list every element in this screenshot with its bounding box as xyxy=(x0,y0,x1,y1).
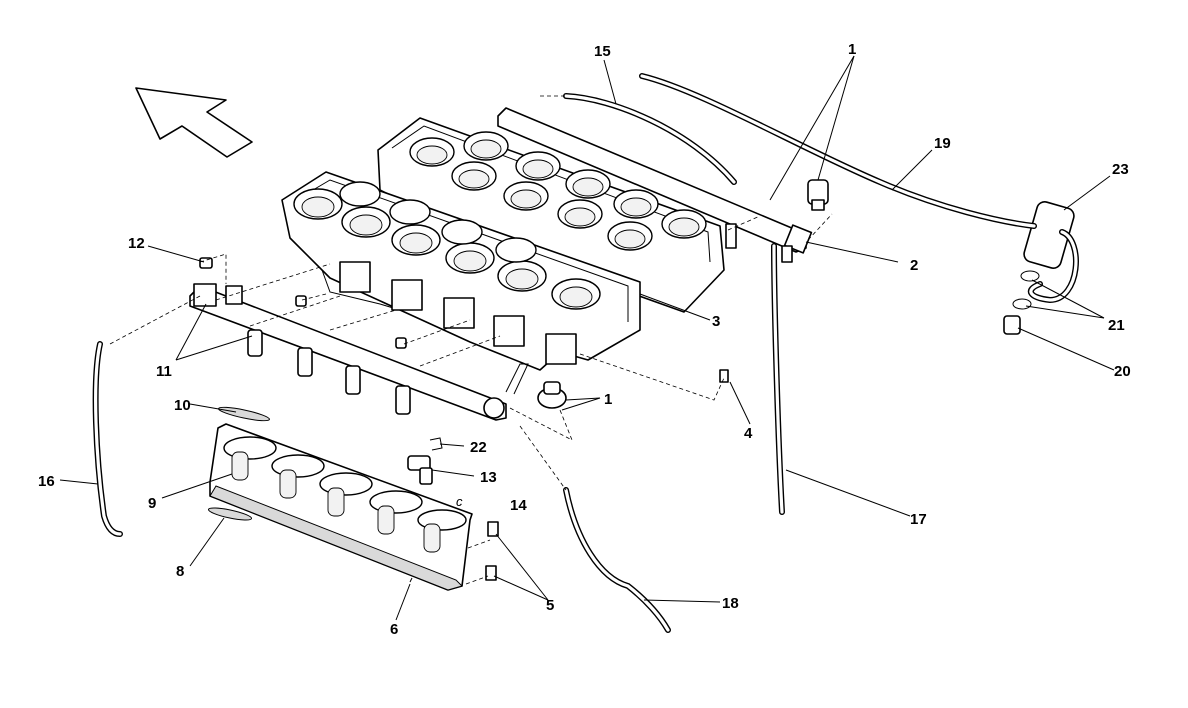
hose-16 xyxy=(92,341,123,537)
callout-2: 2 xyxy=(910,257,918,274)
injector-clip xyxy=(429,437,443,451)
pressure-regulator-rear xyxy=(807,179,829,211)
o-ring-set xyxy=(1012,270,1040,310)
callout-22: 22 xyxy=(470,439,487,456)
bolt-set xyxy=(199,257,1021,583)
callout-19: 19 xyxy=(934,135,951,152)
single-injector xyxy=(407,455,433,485)
callout-20: 20 xyxy=(1114,363,1131,380)
callout-15: 15 xyxy=(594,43,611,60)
callout-21: 21 xyxy=(1108,317,1125,334)
throttle-bores xyxy=(223,436,467,553)
callout-10: 10 xyxy=(174,397,191,414)
pressure-regulator-front xyxy=(537,381,567,409)
callout-1-top: 1 xyxy=(848,41,856,58)
callout-13: 13 xyxy=(480,469,497,486)
hose-19 xyxy=(639,73,1037,229)
callout-9: 9 xyxy=(148,495,156,512)
callout-18: 18 xyxy=(722,595,739,612)
intake-plenum-front xyxy=(281,171,641,371)
callout-4: 4 xyxy=(744,425,753,442)
hose-17 xyxy=(771,243,785,515)
intake-plenum-rear xyxy=(377,117,725,313)
callout-5: 5 xyxy=(546,597,554,614)
callout-23: 23 xyxy=(1112,161,1129,178)
callout-8: 8 xyxy=(176,563,184,580)
intake-port-row-rear xyxy=(409,131,707,251)
runner-bodies xyxy=(339,261,577,365)
callout-14: 14 xyxy=(510,497,527,514)
hose-18 xyxy=(563,487,671,633)
spring-clip xyxy=(505,363,529,395)
callout-16: 16 xyxy=(38,473,55,490)
callout-6: 6 xyxy=(390,621,398,638)
throttle-body-assembly xyxy=(209,423,473,591)
gasket-lower xyxy=(207,507,253,521)
callout-1-mid: 1 xyxy=(604,391,612,408)
callout-3: 3 xyxy=(712,313,720,330)
direction-arrow-icon xyxy=(135,87,253,158)
callout-labels: 1 1 2 3 4 5 6 8 9 10 11 12 13 14 15 16 1… xyxy=(38,41,1131,638)
assembly-guide-lines xyxy=(109,95,833,585)
leader-lines xyxy=(59,55,1115,621)
callout-17: 17 xyxy=(910,511,927,528)
hose-15 xyxy=(563,93,737,185)
callout-12: 12 xyxy=(128,235,145,252)
fuel-rail-front xyxy=(189,283,507,421)
callout-11: 11 xyxy=(156,363,172,380)
detail-label-c: c xyxy=(456,494,463,509)
intake-port-row-front xyxy=(293,181,601,310)
fuel-filter xyxy=(1023,201,1079,304)
gasket-upper xyxy=(218,406,270,422)
